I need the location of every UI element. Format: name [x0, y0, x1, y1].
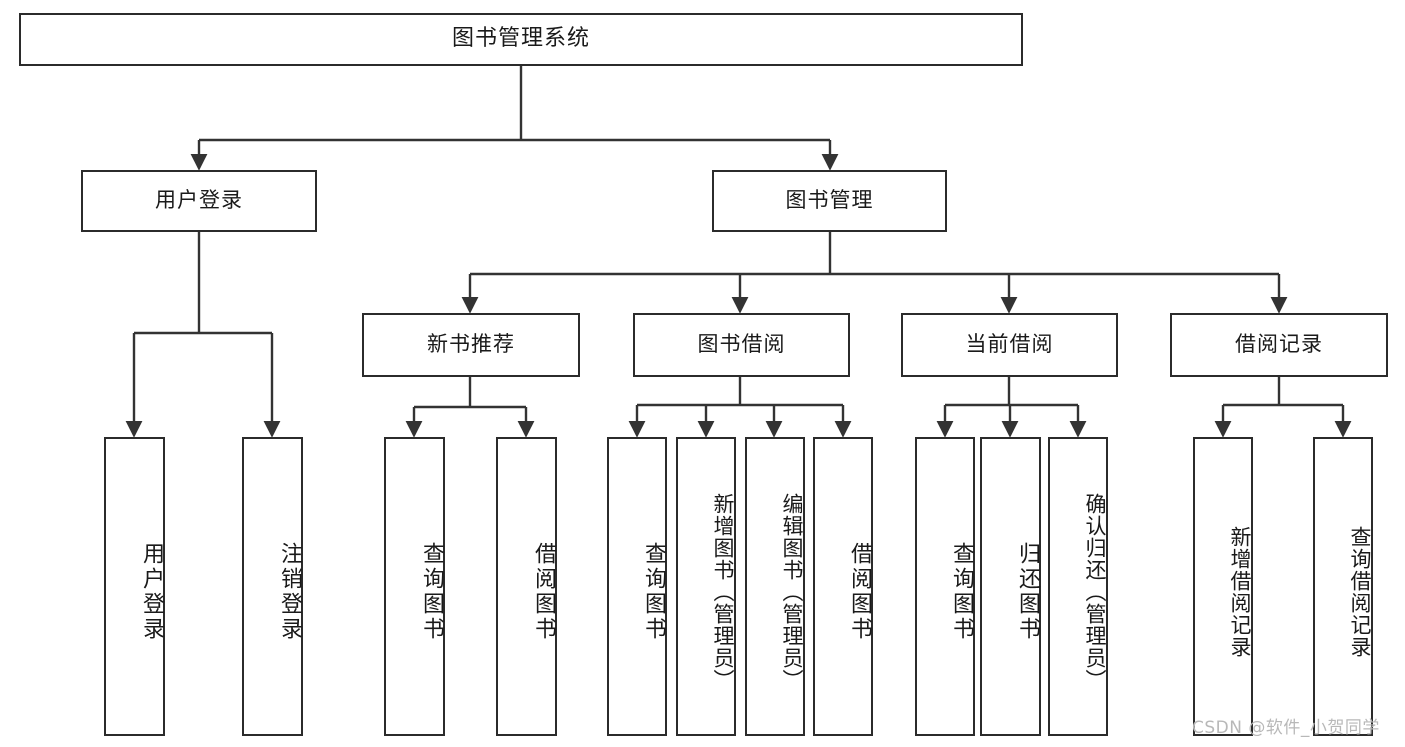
node-current-borrow[interactable]: 当前借阅 — [901, 313, 1118, 377]
leaf-current-confirm-return-admin[interactable]: 确认归还（管理员） — [1048, 437, 1108, 736]
csdn-watermark: CSDN @软件_小贺同学 — [1192, 718, 1380, 738]
node-book-borrow[interactable]: 图书借阅 — [633, 313, 850, 377]
leaf-record-add-borrow-record[interactable]: 新增借阅记录 — [1193, 437, 1253, 736]
leaf-logout[interactable]: 注销登录 — [242, 437, 303, 736]
leaf-borrow-query-book[interactable]: 查询图书 — [607, 437, 667, 736]
leaf-borrow-borrow-book[interactable]: 借阅图书 — [813, 437, 873, 736]
leaf-current-return-book[interactable]: 归还图书 — [980, 437, 1041, 736]
leaf-borrow-add-book-admin[interactable]: 新增图书（管理员） — [676, 437, 736, 736]
leaf-new-book-query-book[interactable]: 查询图书 — [384, 437, 445, 736]
leaf-current-query-book[interactable]: 查询图书 — [915, 437, 975, 736]
leaf-user-login[interactable]: 用户登录 — [104, 437, 165, 736]
leaf-borrow-edit-book-admin[interactable]: 编辑图书（管理员） — [745, 437, 805, 736]
node-root-book-management-system[interactable]: 图书管理系统 — [19, 13, 1023, 66]
leaf-new-book-borrow-book[interactable]: 借阅图书 — [496, 437, 557, 736]
node-new-book-recommend[interactable]: 新书推荐 — [362, 313, 580, 377]
leaf-record-query-borrow-record[interactable]: 查询借阅记录 — [1313, 437, 1373, 736]
node-user-login[interactable]: 用户登录 — [81, 170, 317, 232]
node-borrow-record[interactable]: 借阅记录 — [1170, 313, 1388, 377]
node-book-management[interactable]: 图书管理 — [712, 170, 947, 232]
